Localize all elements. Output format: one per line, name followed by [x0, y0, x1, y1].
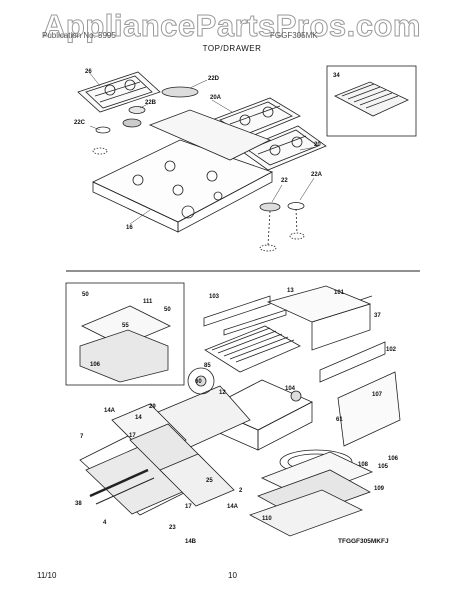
callout: 34: [333, 73, 340, 79]
callout: 25: [206, 478, 213, 484]
callout: 106: [388, 456, 399, 462]
callout: 4: [103, 520, 107, 526]
callout: 55: [122, 323, 129, 329]
grate-right-front: [239, 125, 327, 171]
callout: 106: [90, 362, 101, 368]
callout: 12: [219, 390, 226, 396]
callout-labels-top: 26 22D 22B 20A 34 22C 20 16 22 22A: [74, 69, 340, 231]
callout: 2: [239, 488, 243, 494]
footer-date: 11/10: [37, 571, 57, 580]
callout: 14A: [227, 504, 239, 510]
callout: 17: [185, 504, 192, 510]
callout: 111: [143, 299, 153, 305]
callout: 20A: [210, 95, 222, 101]
callout: 102: [386, 347, 397, 353]
callout: 60: [195, 379, 202, 385]
callout: 22A: [311, 172, 323, 178]
cooktop: [92, 109, 273, 233]
callout: 22D: [208, 76, 220, 82]
callout: 29: [149, 404, 156, 410]
griddle: [334, 81, 409, 117]
callout: 37: [374, 313, 381, 319]
callout: 109: [374, 486, 385, 492]
callout: 20: [314, 142, 321, 148]
callout: 105: [378, 464, 389, 470]
diagram-model-code: TFGGF305MKFJ: [338, 538, 389, 545]
callout: 110: [262, 516, 272, 522]
callout: 14: [135, 415, 142, 421]
callout: 26: [85, 69, 92, 75]
callout-labels-bottom: 50 111 50 55 106 103 13 101 37 85 102 60…: [75, 288, 399, 545]
insulation-pad: [79, 305, 171, 383]
model-number: FGGF305MK: [270, 31, 318, 40]
callout: 108: [358, 462, 369, 468]
callout: 7: [80, 434, 84, 440]
callout: 50: [164, 307, 171, 313]
callout: 104: [285, 386, 296, 392]
callout: 23: [169, 525, 176, 531]
callout: 22B: [145, 100, 157, 106]
callout: 61: [336, 417, 343, 423]
griddle-box: [326, 65, 417, 137]
section-title: TOP/DRAWER: [202, 44, 262, 53]
callout: 16: [126, 225, 133, 231]
callout: 38: [75, 501, 82, 507]
callout: 22C: [74, 120, 86, 126]
oven-rack: [204, 325, 301, 373]
callout: 101: [334, 290, 345, 296]
callout: 17: [129, 433, 136, 439]
callout: 14B: [185, 539, 197, 545]
callout: 14A: [104, 408, 116, 414]
callout: 85: [204, 363, 211, 369]
insulation-inset-box: [65, 282, 185, 386]
callout: 103: [209, 294, 220, 300]
callout: 50: [82, 292, 89, 298]
burner-cap-22d: [161, 86, 199, 98]
callout: 22: [281, 178, 288, 184]
callout: 107: [372, 392, 383, 398]
grate-left: [77, 71, 161, 113]
publication-number: Publication No. 5995: [42, 31, 116, 40]
watermark-logo: AppliancePartsPros.com: [43, 8, 421, 44]
callout: 13: [287, 288, 294, 294]
footer-page-number: 10: [228, 571, 237, 580]
